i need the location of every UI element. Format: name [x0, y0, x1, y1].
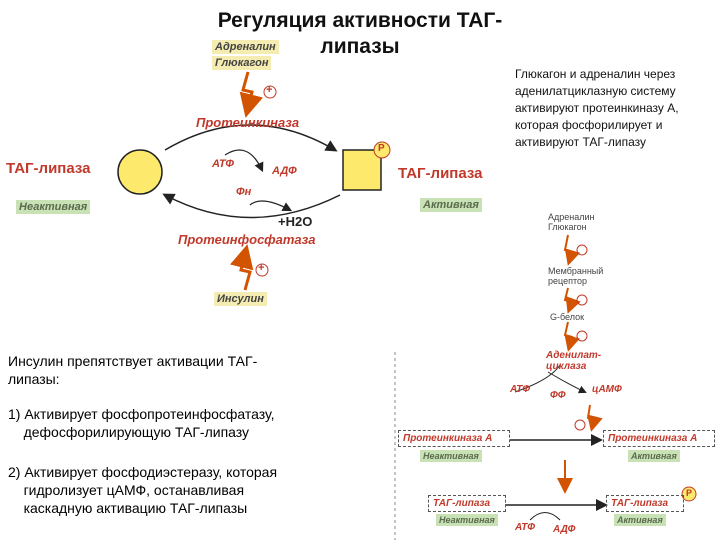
cascade-atp: АТФ [510, 384, 530, 395]
active-label: Активная [420, 198, 482, 212]
phosphate-badge-right [681, 486, 697, 502]
cascade-tag-right: ТАГ-липаза [611, 498, 669, 509]
pka-active-box: Протеинкиназа А [603, 430, 715, 447]
cascade-tag-left: ТАГ-липаза [433, 498, 491, 509]
p-badge-label: P [378, 143, 385, 154]
glucagon-label: Глюкагон [212, 56, 272, 70]
pka-inactive-box: Протеинкиназа А [398, 430, 510, 447]
inactive-enzyme-circle [117, 149, 163, 195]
tag-lipase-right-label: ТАГ-липаза [398, 165, 483, 182]
cascade-adp2: АДФ [553, 524, 576, 535]
adrenalin-label: Адреналин [212, 40, 279, 54]
cascade-atp2: АТФ [515, 522, 535, 533]
phosphate-label: Фн [236, 186, 252, 198]
insulin-item-2: 2) Активирует фосфодиэстеразу, которая г… [8, 464, 278, 516]
cascade-g-protein: G-белок [550, 312, 585, 322]
cascade-camp: цАМФ [592, 384, 622, 395]
insulin-heading: Инсулин препятствует активации ТАГ- липа… [8, 353, 258, 387]
plus-circle-top [263, 85, 277, 99]
phosphate-badge-left [373, 141, 391, 159]
insulin-label: Инсулин [214, 292, 267, 306]
cascade-adenylate-cyclase: Аденилат- циклаза [546, 350, 602, 372]
plus-sign-bottom: + [258, 262, 265, 274]
plus-sign-top: + [266, 84, 273, 96]
inactive-label: Неактивная [16, 200, 91, 214]
protein-kinase-label: Протеинкиназа [196, 115, 300, 130]
pka-inactive-label: Неактивная [420, 450, 482, 462]
cascade-receptor: Мембранный рецептор [548, 266, 604, 286]
plus-circle-bottom [255, 263, 269, 277]
water-label: +H2O [278, 214, 313, 229]
active-enzyme-square [342, 149, 382, 191]
tag-inactive-box: ТАГ-липаза [428, 495, 506, 512]
cascade-ff: ФФ [550, 390, 566, 401]
cascade-p-badge: P [686, 488, 693, 498]
tag-lipase-left-label: ТАГ-липаза [6, 160, 91, 177]
page-title: Регуляция активности ТАГ- липазы [217, 9, 503, 58]
pka-left-label: Протеинкиназа А [403, 433, 493, 444]
insulin-item-1: 1) Активирует фосфопротеинфосфатазу, деф… [8, 406, 275, 440]
adp-label: АДФ [272, 165, 297, 177]
phosphatase-label: Протеинфосфатаза [178, 232, 316, 247]
tag-inactive-label: Неактивная [436, 514, 498, 526]
pka-right-label: Протеинкиназа А [608, 433, 698, 444]
atp-label: АТФ [212, 158, 234, 170]
tag-active-label: Активная [614, 514, 666, 526]
cascade-hormones: Адреналин Глюкагон [548, 212, 595, 232]
activation-description: Глюкагон и адреналин через аденилатцикла… [515, 67, 679, 149]
tag-active-box: ТАГ-липаза [606, 495, 684, 512]
pka-active-label: Активная [628, 450, 680, 462]
